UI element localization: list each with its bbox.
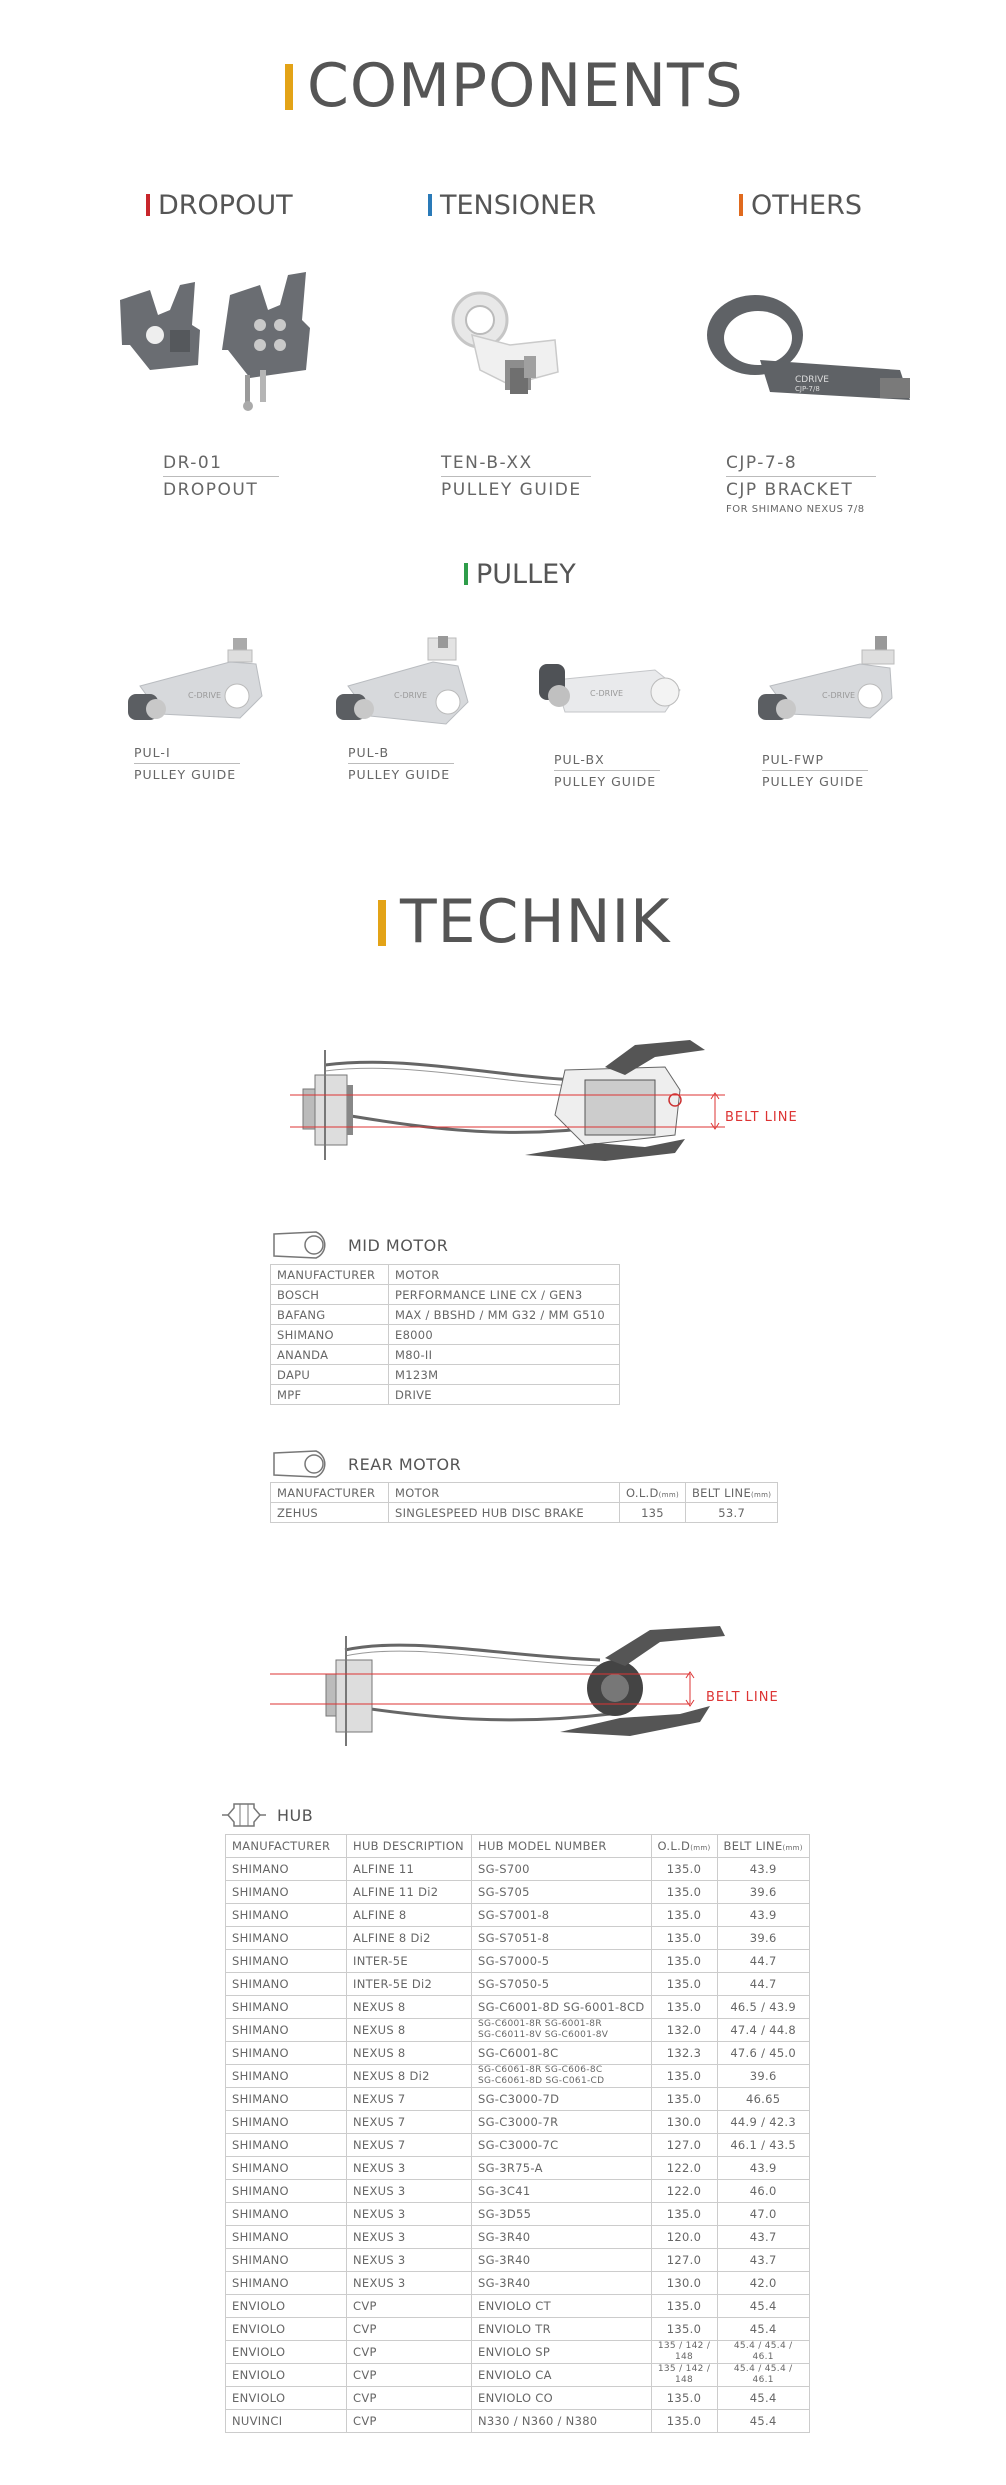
title-accent-bar xyxy=(285,64,293,110)
category-bar-tensioner xyxy=(428,194,432,216)
category-dropout: DROPOUT xyxy=(146,192,293,219)
product-pul-fwp: PUL-FWP PULLEY GUIDE xyxy=(762,752,868,789)
product-name: PULLEY GUIDE xyxy=(134,767,237,782)
components-title: COMPONENTS xyxy=(285,56,744,116)
pulley-image-pul-b: C-DRIVE xyxy=(336,636,469,725)
table-row: ZEHUS SINGLESPEED HUB DISC BRAKE 135 53.… xyxy=(270,1502,779,1523)
product-code: CJP-7-8 xyxy=(726,453,876,477)
table-header-row: MANUFACTURER MOTOR O.L.D(mm) BELT LINE(m… xyxy=(270,1482,779,1503)
product-name: PULLEY GUIDE xyxy=(348,767,451,782)
table-header-row: MANUFACTURER MOTOR xyxy=(270,1264,620,1285)
product-code: TEN-B-XX xyxy=(441,453,591,477)
svg-text:C-DRIVE: C-DRIVE xyxy=(394,691,427,700)
category-pulley: PULLEY xyxy=(464,561,576,588)
title-accent-bar xyxy=(378,900,386,946)
product-name: PULLEY GUIDE xyxy=(441,480,582,500)
rear-motor-icon xyxy=(273,1450,326,1478)
mid-motor-icon xyxy=(273,1231,326,1259)
product-note: FOR SHIMANO NEXUS 7/8 xyxy=(726,504,865,515)
product-pul-i: PUL-I PULLEY GUIDE xyxy=(134,745,240,782)
svg-text:CDRIVE: CDRIVE xyxy=(795,375,829,385)
mid-motor-label: MID MOTOR xyxy=(348,1236,449,1255)
product-code: DR-01 xyxy=(163,453,279,477)
hub-table: MANUFACTURER HUB DESCRIPTION HUB MODEL N… xyxy=(225,1834,810,2433)
category-bar-others xyxy=(739,194,743,216)
svg-text:C-DRIVE: C-DRIVE xyxy=(822,691,855,700)
product-pul-bx: PUL-BX PULLEY GUIDE xyxy=(554,752,660,789)
svg-text:C-DRIVE: C-DRIVE xyxy=(188,691,221,700)
product-dr-01: DR-01 DROPOUT xyxy=(163,453,279,500)
rear-motor-table: MANUFACTURER MOTOR O.L.D(mm) BELT LINE(m… xyxy=(270,1482,779,1523)
pulley-image-pul-bx: C-DRIVE xyxy=(539,664,681,713)
hub-label: HUB xyxy=(277,1806,314,1825)
belt-line-label: BELT LINE xyxy=(725,1110,798,1125)
product-name: PULLEY GUIDE xyxy=(554,774,657,789)
product-code: PUL-BX xyxy=(554,752,660,771)
product-ten-b-xx: TEN-B-XX PULLEY GUIDE xyxy=(441,453,591,500)
dropout-image xyxy=(120,272,310,411)
category-bar-pulley xyxy=(464,563,468,585)
product-name: DROPOUT xyxy=(163,480,259,500)
category-tensioner: TENSIONER xyxy=(428,192,596,219)
cjp-bracket-image: CDRIVE CJP-7/8 xyxy=(707,295,910,400)
technik-title: TECHNIK xyxy=(378,892,671,952)
product-cjp-7-8: CJP-7-8 CJP BRACKET FOR SHIMANO NEXUS 7/… xyxy=(726,453,876,515)
pulley-image-pul-i: C-DRIVE xyxy=(128,638,263,720)
hub-belt-diagram xyxy=(270,1626,725,1746)
tensioner-image xyxy=(451,291,559,394)
belt-line-label: BELT LINE xyxy=(706,1690,779,1705)
svg-text:CJP-7/8: CJP-7/8 xyxy=(795,385,820,393)
mid-motor-belt-diagram xyxy=(290,1040,725,1161)
category-others: OTHERS xyxy=(739,192,862,219)
category-bar-dropout xyxy=(146,194,150,216)
product-code: PUL-FWP xyxy=(762,752,868,771)
product-code: PUL-B xyxy=(348,745,454,764)
product-pul-b: PUL-B PULLEY GUIDE xyxy=(348,745,454,782)
hub-icon xyxy=(222,1803,266,1827)
svg-text:C-DRIVE: C-DRIVE xyxy=(590,689,623,698)
table-header-row: MANUFACTURER HUB DESCRIPTION HUB MODEL N… xyxy=(225,1834,810,1858)
product-code: PUL-I xyxy=(134,745,240,764)
rear-motor-label: REAR MOTOR xyxy=(348,1455,462,1474)
product-name: PULLEY GUIDE xyxy=(762,774,865,789)
pulley-image-pul-fwp: C-DRIVE xyxy=(758,636,895,720)
product-name: CJP BRACKET xyxy=(726,480,854,500)
